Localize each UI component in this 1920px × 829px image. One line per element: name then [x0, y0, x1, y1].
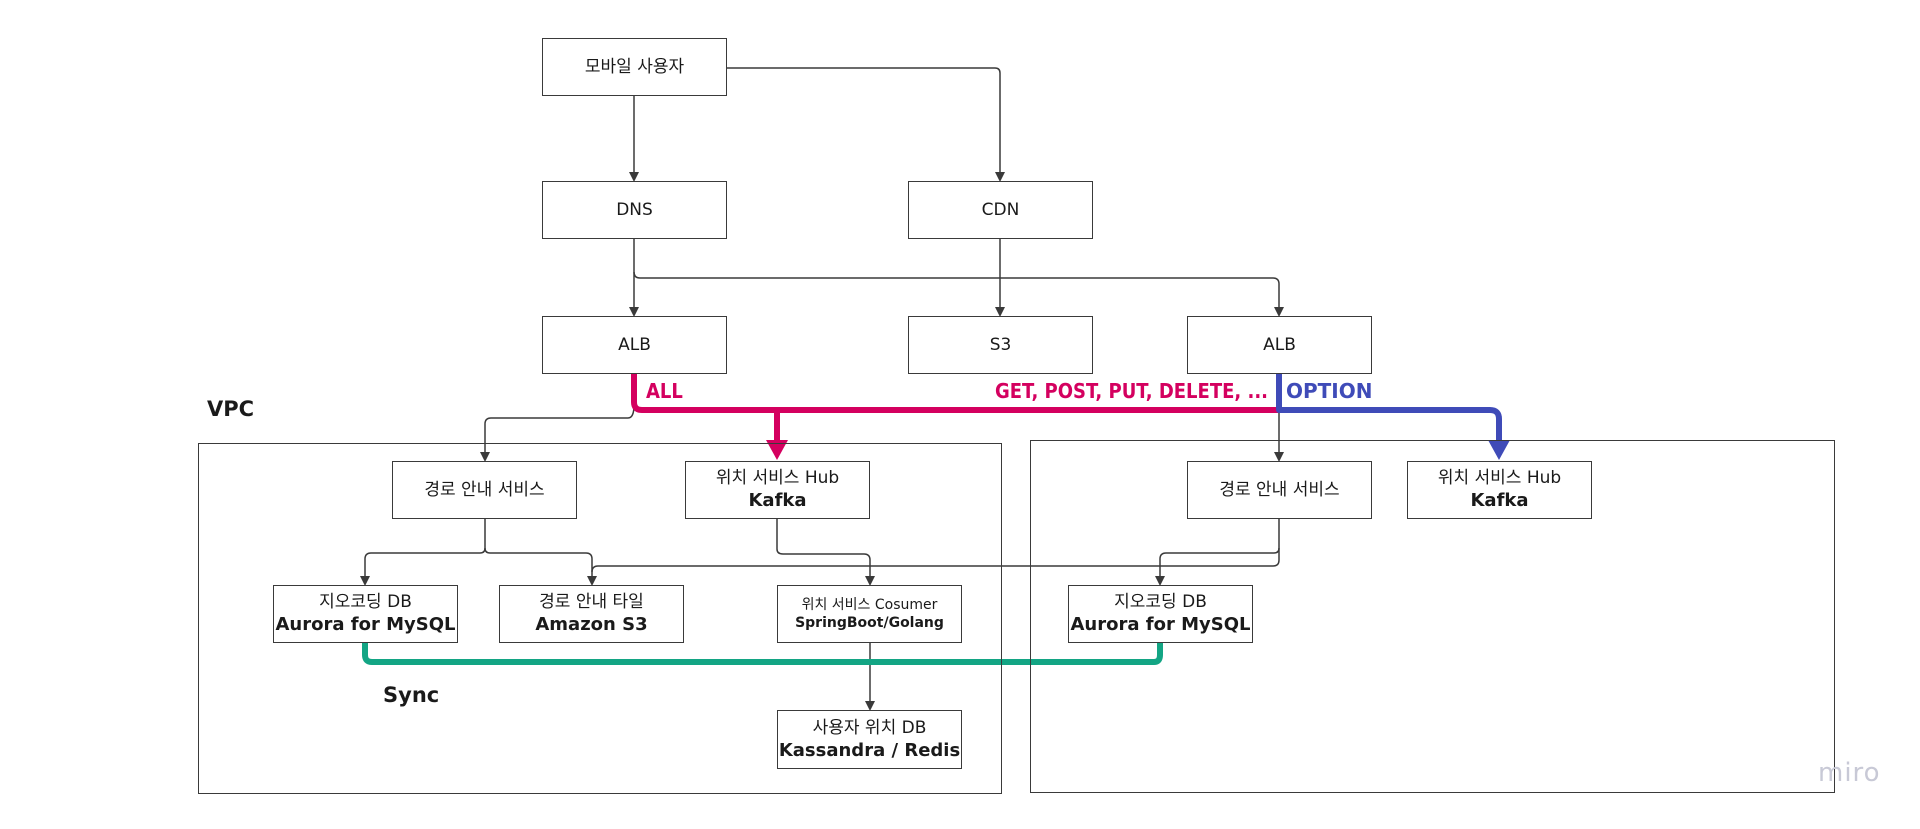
- all-route-label: ALL: [646, 379, 683, 403]
- node-title: DNS: [616, 199, 653, 220]
- node-s3[interactable]: S3: [908, 316, 1093, 374]
- node-subtitle: Aurora for MySQL: [1070, 614, 1251, 636]
- node-location-hub-left[interactable]: 위치 서비스 Hub Kafka: [685, 461, 870, 519]
- node-title: 위치 서비스 Hub: [715, 468, 840, 489]
- node-title: ALB: [618, 334, 651, 355]
- node-alb-left[interactable]: ALB: [542, 316, 727, 374]
- edge-mobile-cdn: [727, 67, 1005, 182]
- node-user-location-db[interactable]: 사용자 위치 DB Kassandra / Redis: [777, 710, 962, 769]
- http-methods-label: GET, POST, PUT, DELETE, ...: [994, 379, 1268, 403]
- node-title: 위치 서비스 Cosumer: [801, 596, 938, 613]
- node-title: 위치 서비스 Hub: [1437, 468, 1562, 489]
- node-title: 경로 안내 서비스: [424, 479, 545, 500]
- node-title: 지오코딩 DB: [1114, 592, 1207, 613]
- node-cdn[interactable]: CDN: [908, 181, 1093, 239]
- node-location-hub-right[interactable]: 위치 서비스 Hub Kafka: [1407, 461, 1592, 519]
- node-subtitle: SpringBoot/Golang: [795, 615, 944, 631]
- node-title: ALB: [1263, 334, 1296, 355]
- miro-watermark: miro: [1818, 758, 1881, 788]
- edge-route-tile: [484, 547, 597, 586]
- route-all-arrowhead: [766, 440, 788, 460]
- edge-hub-consumer: [776, 519, 875, 586]
- node-subtitle: Amazon S3: [535, 614, 648, 636]
- node-title: S3: [989, 334, 1012, 355]
- edge-route-right-tile: [591, 548, 1280, 573]
- node-mobile-user[interactable]: 모바일 사용자: [542, 38, 727, 96]
- node-geocoding-db-left[interactable]: 지오코딩 DB Aurora for MySQL: [273, 585, 458, 643]
- node-title: 사용자 위치 DB: [812, 717, 927, 738]
- node-title: 지오코딩 DB: [319, 592, 412, 613]
- node-subtitle: Aurora for MySQL: [275, 614, 456, 636]
- route-sync: [362, 643, 1163, 665]
- route-all: [631, 374, 1279, 413]
- node-title: CDN: [981, 199, 1020, 220]
- node-location-consumer[interactable]: 위치 서비스 Cosumer SpringBoot/Golang: [777, 585, 962, 643]
- option-route-label: OPTION: [1286, 379, 1373, 403]
- vpc-label: VPC: [207, 397, 255, 421]
- node-title: 경로 안내 서비스: [1219, 479, 1340, 500]
- node-alb-right[interactable]: ALB: [1187, 316, 1372, 374]
- sync-label: Sync: [383, 683, 440, 707]
- node-dns[interactable]: DNS: [542, 181, 727, 239]
- route-option-arrowhead: [1488, 440, 1510, 460]
- edge-dns-alb-right: [633, 271, 1284, 317]
- route-option: [1276, 374, 1502, 446]
- node-subtitle: Kafka: [1470, 490, 1529, 512]
- vpc-region-right: [1030, 440, 1835, 793]
- node-geocoding-db-right[interactable]: 지오코딩 DB Aurora for MySQL: [1068, 585, 1253, 643]
- vpc-region-left: [198, 443, 1002, 794]
- node-route-tile[interactable]: 경로 안내 타일 Amazon S3: [499, 585, 684, 643]
- node-route-service-right[interactable]: 경로 안내 서비스: [1187, 461, 1372, 519]
- node-route-service-left[interactable]: 경로 안내 서비스: [392, 461, 577, 519]
- node-title: 경로 안내 타일: [539, 592, 644, 613]
- node-subtitle: Kafka: [748, 490, 807, 512]
- node-subtitle: Kassandra / Redis: [778, 739, 961, 761]
- node-title: 모바일 사용자: [584, 56, 685, 77]
- edge-alb-route-left: [480, 404, 635, 462]
